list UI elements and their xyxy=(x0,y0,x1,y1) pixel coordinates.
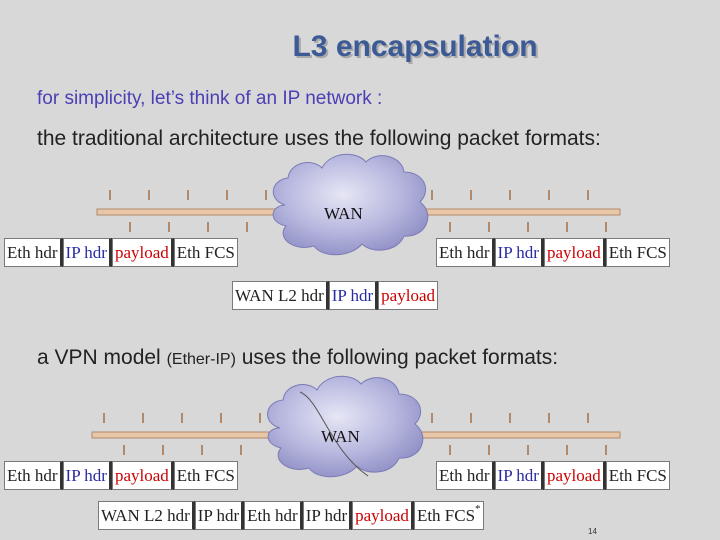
lan-bus-left-2 xyxy=(92,413,282,455)
payload-cell: payload xyxy=(378,281,438,310)
eth-fcs-cell: Eth FCS* xyxy=(414,501,484,530)
fcs-marker: * xyxy=(475,503,481,515)
frame-left-2: Eth hdr IP hdr payload Eth FCS xyxy=(4,461,238,490)
frame-wan-1: WAN L2 hdr IP hdr payload xyxy=(232,281,438,310)
eth-hdr-cell: Eth hdr xyxy=(436,238,495,267)
frame-wan-2: WAN L2 hdr IP hdr Eth hdr IP hdr payload… xyxy=(98,501,484,530)
eth-fcs-cell: Eth FCS xyxy=(606,238,670,267)
ip-hdr-cell: IP hdr xyxy=(63,461,112,490)
vpn-line-b: (Ether-IP) xyxy=(167,351,236,368)
ip-hdr-cell: IP hdr xyxy=(495,238,544,267)
payload-cell: payload xyxy=(352,501,414,530)
eth-fcs-cell: Eth FCS xyxy=(606,461,670,490)
eth-hdr-cell: Eth hdr xyxy=(244,501,303,530)
eth-hdr-cell: Eth hdr xyxy=(436,461,495,490)
inner-ip-hdr-cell: IP hdr xyxy=(303,501,352,530)
ip-hdr-cell: IP hdr xyxy=(329,281,378,310)
eth-hdr-cell: Eth hdr xyxy=(4,461,63,490)
eth-fcs-cell: Eth FCS xyxy=(174,461,238,490)
ip-hdr-cell: IP hdr xyxy=(63,238,112,267)
vpn-line-a: a VPN model xyxy=(37,346,167,369)
page-number: 14 xyxy=(588,527,597,536)
payload-cell: payload xyxy=(544,461,606,490)
vpn-line: a VPN model (Ether-IP) uses the followin… xyxy=(37,346,558,370)
payload-cell: payload xyxy=(112,238,174,267)
ip-hdr-cell: IP hdr xyxy=(195,501,244,530)
frame-left-1: Eth hdr IP hdr payload Eth FCS xyxy=(4,238,238,267)
ip-hdr-cell: IP hdr xyxy=(495,461,544,490)
wan-l2-hdr-cell: WAN L2 hdr xyxy=(98,501,195,530)
frame-right-2: Eth hdr IP hdr payload Eth FCS xyxy=(436,461,670,490)
eth-hdr-cell: Eth hdr xyxy=(4,238,63,267)
lan-bus-right-2 xyxy=(420,413,620,455)
wan-l2-hdr-cell: WAN L2 hdr xyxy=(232,281,329,310)
lan-bus-right-1 xyxy=(420,190,620,232)
eth-fcs-label: Eth FCS xyxy=(417,506,475,525)
frame-right-1: Eth hdr IP hdr payload Eth FCS xyxy=(436,238,670,267)
payload-cell: payload xyxy=(112,461,174,490)
vpn-line-c: uses the following packet formats: xyxy=(236,346,558,369)
wan-label-2: WAN xyxy=(321,427,360,447)
wan-label-1: WAN xyxy=(324,204,363,224)
eth-fcs-cell: Eth FCS xyxy=(174,238,238,267)
payload-cell: payload xyxy=(544,238,606,267)
lan-bus-left-1 xyxy=(97,190,282,232)
